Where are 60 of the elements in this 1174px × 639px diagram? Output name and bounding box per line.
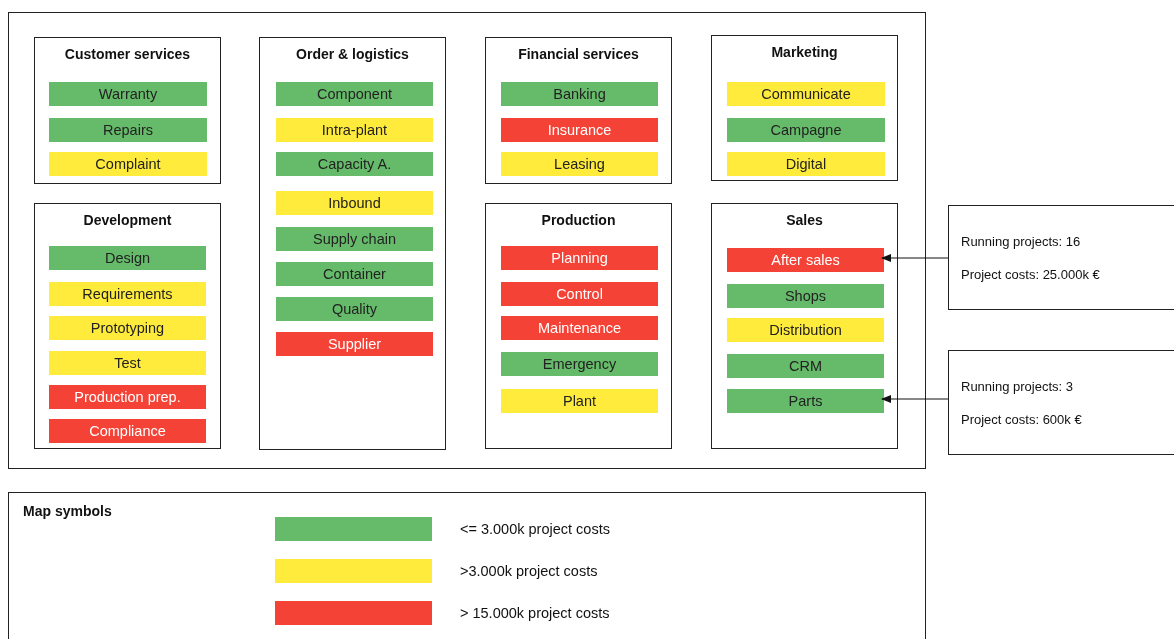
info-box xyxy=(948,205,1174,310)
capability-bar: Intra-plant xyxy=(276,118,433,142)
capability-bar: Quality xyxy=(276,297,433,321)
group-box xyxy=(34,37,221,184)
info-text: Project costs: 25.000k € xyxy=(961,267,1100,282)
capability-bar: CRM xyxy=(727,354,884,378)
capability-bar: Capacity A. xyxy=(276,152,433,176)
capability-bar: Repairs xyxy=(49,118,207,142)
capability-bar: Campagne xyxy=(727,118,885,142)
capability-bar: Planning xyxy=(501,246,658,270)
capability-bar: Component xyxy=(276,82,433,106)
group-title: Order & logistics xyxy=(295,46,410,62)
legend-title: Map symbols xyxy=(23,503,112,519)
capability-bar: Complaint xyxy=(49,152,207,176)
arrow xyxy=(881,395,949,403)
capability-bar: Distribution xyxy=(727,318,884,342)
capability-bar: Supplier xyxy=(276,332,433,356)
capability-bar: Shops xyxy=(727,284,884,308)
group-title: Financial services xyxy=(517,46,640,62)
capability-bar: Parts xyxy=(727,389,884,413)
info-text: Running projects: 3 xyxy=(961,379,1073,394)
legend-label: <= 3.000k project costs xyxy=(460,521,610,537)
capability-bar: Insurance xyxy=(501,118,658,142)
capability-bar: Warranty xyxy=(49,82,207,106)
group-title: Customer services xyxy=(63,46,192,62)
capability-bar: Banking xyxy=(501,82,658,106)
group-box xyxy=(34,203,221,449)
legend-label: > 15.000k project costs xyxy=(460,605,610,621)
group-title: Development xyxy=(82,212,173,228)
group-box xyxy=(711,203,898,449)
group-box xyxy=(711,35,898,181)
capability-bar: Digital xyxy=(727,152,885,176)
arrow xyxy=(881,254,949,262)
group-box xyxy=(485,203,672,449)
group-title: Marketing xyxy=(770,44,839,60)
capability-bar: Production prep. xyxy=(49,385,206,409)
capability-bar: Requirements xyxy=(49,282,206,306)
group-title: Production xyxy=(540,212,617,228)
capability-bar: Communicate xyxy=(727,82,885,106)
panel-frame xyxy=(8,12,926,469)
capability-bar: Container xyxy=(276,262,433,286)
info-box xyxy=(948,350,1174,455)
capability-bar: Plant xyxy=(501,389,658,413)
info-text: Running projects: 16 xyxy=(961,234,1081,249)
capability-bar: Prototyping xyxy=(49,316,206,340)
legend-label: >3.000k project costs xyxy=(460,563,598,579)
info-text: Project costs: 600k € xyxy=(961,412,1082,427)
capability-bar: Inbound xyxy=(276,191,433,215)
capability-bar: Supply chain xyxy=(276,227,433,251)
capability-bar: Test xyxy=(49,351,206,375)
capability-bar: Control xyxy=(501,282,658,306)
capability-bar: Emergency xyxy=(501,352,658,376)
capability-bar: After sales xyxy=(727,248,884,272)
group-box xyxy=(259,37,446,450)
capability-bar: Design xyxy=(49,246,206,270)
capability-bar: Maintenance xyxy=(501,316,658,340)
capability-bar: Leasing xyxy=(501,152,658,176)
capability-bar: Compliance xyxy=(49,419,206,443)
group-title: Sales xyxy=(785,212,824,228)
group-box xyxy=(485,37,672,184)
